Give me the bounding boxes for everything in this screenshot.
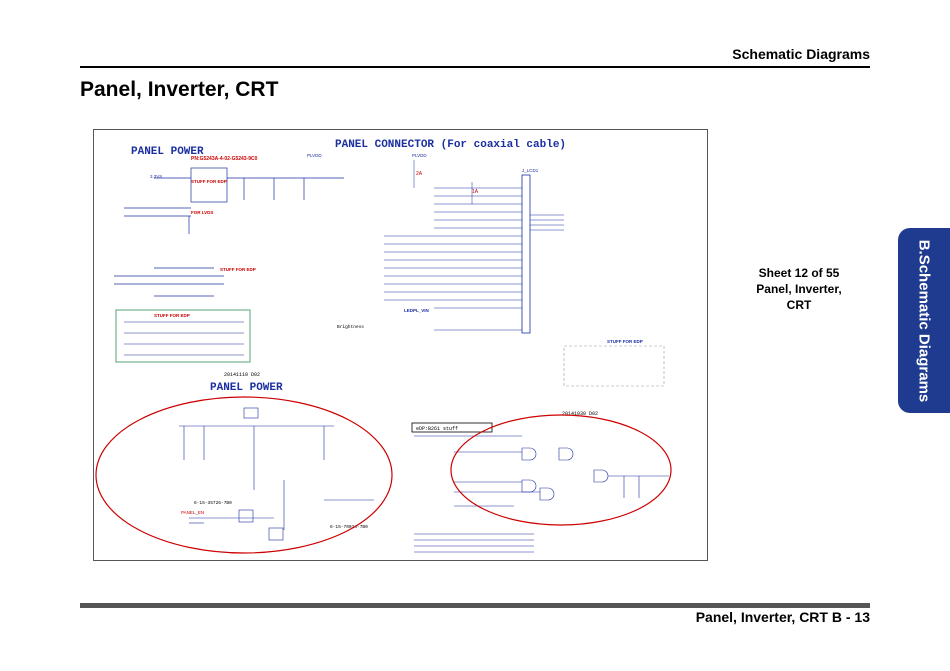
stuff-for-edp-label: STUFF FOR EDP (191, 179, 227, 184)
rev-label-left: 20141110 D02 (224, 372, 260, 378)
panel-power-circuit (114, 167, 344, 297)
rev-label-right: 20141030 D02 (562, 411, 598, 417)
panel-power-title: PANEL POWER (131, 146, 204, 158)
lcd-connector (521, 174, 531, 334)
stuff-for-edp-box-label: STUFF FOR EDP (154, 313, 190, 318)
edp-hpd-box (563, 345, 665, 387)
stuff-for-lvds-label: FOR LVDS (191, 210, 213, 215)
highlight-ellipse-right (450, 414, 672, 526)
rail-2a: 2A (416, 171, 423, 177)
schematic-sheet: PANEL POWER PANEL CONNECTOR (For coaxial… (93, 129, 708, 561)
sheet-number: Sheet 12 of 55 (758, 266, 840, 280)
edp-box-wires (124, 321, 244, 356)
panel-power-title-2: PANEL POWER (210, 382, 283, 394)
part-number: PN:G5243A-4-02-G5243-9C0 (191, 156, 258, 162)
rail-3v3-label: 3.3VS (150, 174, 162, 179)
section-title: Schematic Diagrams (732, 46, 870, 62)
footer-page-label: Panel, Inverter, CRT B - 13 (695, 609, 870, 625)
plvdd-label: PLVDD (307, 153, 322, 158)
rail-1a: 1A (472, 189, 479, 195)
page-title: Panel, Inverter, CRT (80, 78, 279, 101)
panel-connector-title: PANEL CONNECTOR (For coaxial cable) (335, 139, 566, 151)
sheet-name-line2: CRT (786, 298, 812, 312)
stuff-for-edp-box (115, 309, 251, 363)
chapter-tab-label: B.Schematic Diagrams (915, 239, 933, 402)
sheet-info: Sheet 12 of 55 Panel, Inverter, CRT (740, 265, 858, 313)
lcd-conn-label: J_LCD1 (522, 168, 539, 173)
header-rule (80, 66, 870, 68)
plvdd-label-2: PLVDD (412, 153, 427, 158)
connector-pins (384, 160, 564, 331)
stuff-for-edp-label-2: STUFF FOR EDP (220, 267, 256, 272)
stuff-for-edp-right: STUFF FOR EDP (607, 339, 643, 344)
part-ref-1: 6-15-35726-7B0 (194, 500, 232, 506)
chapter-tab[interactable]: B.Schematic Diagrams (898, 228, 950, 413)
sheet-name-line1: Panel, Inverter, (756, 282, 842, 296)
schematic-drawing: PANEL POWER PANEL CONNECTOR (For coaxial… (95, 139, 672, 554)
brightness-label: Brightness (337, 324, 364, 330)
ledpl-vin-label: LEDPL_VIN (404, 308, 429, 313)
edp-stuff-label: eDP:B261 stuff (416, 426, 458, 432)
logic-gates (414, 435, 669, 553)
part-ref-2: 6-15-70024-7B0 (330, 524, 368, 530)
panel-en-label: PANEL_EN (181, 510, 204, 515)
footer-rule (80, 603, 870, 608)
mosfet-circuit (179, 407, 374, 541)
highlight-ellipse-left (95, 396, 393, 554)
